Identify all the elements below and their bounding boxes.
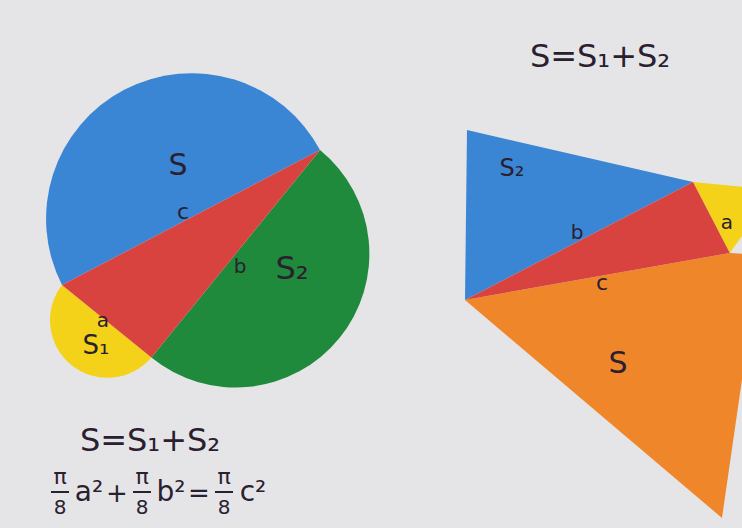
formula-symbol: π	[217, 464, 230, 490]
area-label: S	[168, 147, 187, 183]
fraction-bar	[51, 491, 69, 493]
right-triangle	[465, 182, 730, 300]
area-label: S₂	[275, 249, 308, 287]
area-label: S₁	[83, 330, 110, 361]
formula-number: 8	[218, 495, 231, 519]
side-label: c	[596, 270, 608, 296]
hypotenuse-triangle	[465, 253, 742, 518]
right-triangle	[62, 150, 320, 358]
formula-number: 8	[54, 495, 67, 519]
formula-symbol: =	[188, 478, 210, 509]
side-label: b	[571, 220, 584, 244]
fraction-bar	[215, 491, 233, 493]
formula-text: S=S₁+S₂	[80, 421, 220, 459]
formula-term: c²	[240, 475, 267, 509]
area-label: S	[608, 345, 627, 381]
formula-symbol: π	[135, 464, 148, 490]
side-label: a	[721, 210, 733, 234]
formula-symbol: π	[53, 464, 66, 490]
side-label: c	[177, 199, 189, 225]
formula-text: S=S₁+S₂	[530, 37, 670, 75]
side-label: b	[234, 254, 247, 278]
formula-term: b²	[157, 475, 186, 509]
area-label: S₂	[500, 154, 525, 183]
fraction-bar	[133, 491, 151, 493]
formula-symbol: +	[106, 478, 128, 509]
side-label: a	[97, 308, 109, 332]
formula-number: 8	[136, 495, 149, 519]
formula-term: a²	[75, 475, 103, 509]
